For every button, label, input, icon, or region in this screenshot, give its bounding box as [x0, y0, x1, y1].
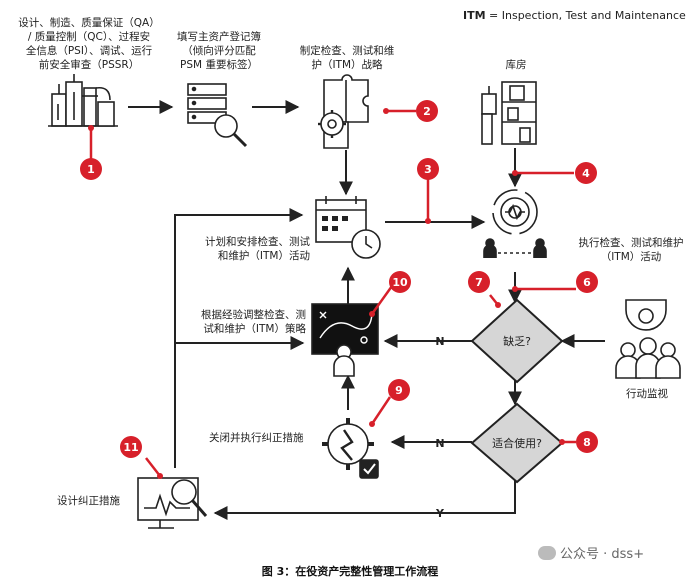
calendar-clock-icon: [315, 196, 381, 259]
adjust-label-line-1: 根据经验调整检查、测: [201, 309, 306, 321]
execute-label: 执行检查、测试和维护 （ITM）活动: [564, 236, 698, 264]
badges: 1 2 3 4 6 7 8 9 10 11: [80, 100, 598, 458]
plan-label: 计划和安排检查、测试 和维护（ITM）活动: [180, 235, 310, 263]
badge-6-label: 6: [583, 276, 591, 289]
badge-3: [417, 158, 439, 180]
warehouse-shelf-icon: [481, 81, 537, 145]
adjust-label-line-2: 试和维护（ITM）策略: [203, 323, 306, 335]
refinery-icon: [48, 74, 118, 127]
register-label-line-2: （倾向评分匹配: [182, 45, 256, 57]
broken-gear-check-icon: [322, 418, 379, 479]
strategy-board-icon: [311, 303, 379, 377]
server-register-icon: [187, 83, 248, 148]
close-label: 关闭并执行纠正措施: [209, 432, 304, 444]
register-label-line-1: 填写主资产登记簿: [177, 31, 261, 43]
plan-label-line-2: 和维护（ITM）活动: [217, 250, 310, 262]
wechat-icon: [538, 546, 556, 560]
design-label-line-4: 前安全审查（PSSR）: [38, 59, 140, 71]
strategy-label-line-2: 护（ITM）战略: [311, 59, 383, 71]
badge-8-label: 8: [583, 436, 591, 449]
badge-8: [576, 431, 598, 453]
design-label-line-2: / 质量控制（QC）、过程安: [27, 31, 151, 43]
badge-2-label: 2: [423, 105, 431, 118]
design-label-line-3: 全信息（PSI）、调试、运行: [25, 45, 153, 57]
puzzle-gear-icon: [318, 74, 369, 149]
connectors: [128, 100, 605, 520]
badge-4-label: 4: [582, 167, 590, 180]
monitor-magnifier-icon: [137, 477, 208, 529]
register-label: 填写主资产登记簿 （倾向评分匹配 PSM 重要标签）: [164, 30, 274, 72]
arrow-corrective-to-plan: [174, 208, 304, 468]
badge-9-label: 9: [395, 384, 403, 397]
design-corrective-label: 设计纠正措施: [57, 495, 120, 507]
design-label-line-1: 设计、制造、质量保证（QA）: [18, 17, 160, 29]
badge-11-label: 11: [123, 441, 138, 454]
execute-label-line-1: 执行检查、测试和维护: [578, 237, 684, 249]
badge-3-label: 3: [424, 163, 432, 176]
no-label-fit: N: [435, 437, 444, 450]
badge-2: [416, 100, 438, 122]
badge-4: [575, 162, 597, 184]
watermark: 公众号 · dss+: [538, 543, 644, 562]
badge-7-label: 7: [475, 276, 483, 289]
badge-6: [576, 271, 598, 293]
badge-11: [120, 436, 142, 458]
no-label-deficient: N: [435, 335, 444, 348]
surveillance-label: 行动监视: [626, 388, 668, 400]
watermark-text: 公众号 · dss+: [560, 547, 645, 562]
deficient-diamond: [470, 298, 564, 384]
badge-1: [80, 158, 102, 180]
itm-legend: ITM = Inspection, Test and Maintenance: [463, 9, 686, 22]
badge-dots: [88, 108, 565, 479]
arrow-fit-yes: [213, 480, 516, 520]
deficient-label: 缺乏?: [503, 334, 531, 348]
badge-10-label: 10: [392, 276, 408, 289]
warehouse-label: 库房: [505, 59, 527, 71]
badge-1-label: 1: [87, 163, 95, 176]
plan-label-line-1: 计划和安排检查、测试: [205, 236, 310, 248]
legend-text: = Inspection, Test and Maintenance: [485, 9, 686, 22]
yes-label-fit: Y: [435, 507, 445, 520]
surveillance-crowd-icon: [615, 299, 681, 379]
register-label-line-3: PSM 重要标签）: [180, 59, 258, 71]
execute-label-line-2: （ITM）活动: [600, 251, 662, 263]
badge-9: [388, 379, 410, 401]
design-label: 设计、制造、质量保证（QA） / 质量控制（QC）、过程安 全信息（PSI）、调…: [14, 16, 164, 72]
strategy-label: 制定检查、测试和维 护（ITM）战略: [292, 44, 402, 72]
fit-diamond: [470, 402, 564, 484]
fit-label: 适合使用?: [492, 436, 542, 450]
adjust-label: 根据经验调整检查、测 试和维护（ITM）策略: [176, 308, 306, 336]
badge-7: [468, 271, 490, 293]
strategy-label-line-1: 制定检查、测试和维: [299, 45, 395, 57]
figure-caption: 图 3：在役资产完整性管理工作流程: [261, 565, 439, 578]
legend-abbr: ITM: [463, 9, 486, 22]
gear-people-icon: [483, 189, 547, 258]
badge-10: [389, 271, 411, 293]
